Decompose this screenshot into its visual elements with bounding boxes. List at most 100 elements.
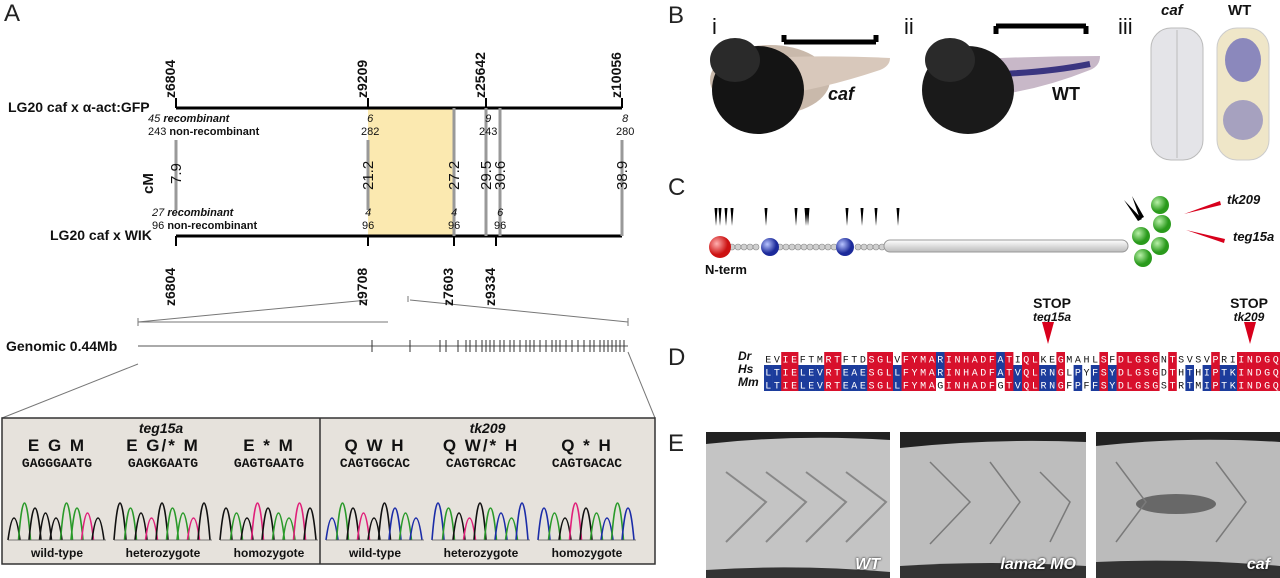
panel-b-ii: ii <box>904 14 914 39</box>
alignment-residue: F <box>903 369 909 380</box>
alignment-residue: T <box>834 382 840 393</box>
cross-label-wik: LG20 caf x WIK <box>50 227 152 243</box>
alignment-cell <box>789 365 799 378</box>
chromatogram-peak <box>70 507 84 541</box>
alignment-cell <box>832 352 842 365</box>
alignment-residue: Q <box>1273 356 1279 367</box>
alignment-cell <box>1116 352 1126 365</box>
chromatogram-peak <box>229 512 244 541</box>
alignment-residue: L <box>1032 382 1038 393</box>
alignment-residue: I <box>946 356 952 367</box>
mutation-spike <box>718 208 722 226</box>
alignment-residue: S <box>868 356 874 367</box>
chromatogram-peak <box>113 502 127 541</box>
alignment-cell <box>1211 378 1221 391</box>
alignment-cell <box>772 378 782 391</box>
alignment-cell <box>772 352 782 365</box>
alignment-residue: G <box>877 369 883 380</box>
counts-bottom-m4: 6 96 <box>494 207 507 232</box>
alignment-cell <box>798 378 808 391</box>
alignment-residue: M <box>1066 356 1072 367</box>
alignment-residue: T <box>1187 382 1193 393</box>
mutation-spike <box>794 208 798 226</box>
alignment-cell <box>1108 365 1117 378</box>
alignment-cell <box>1047 378 1057 391</box>
alignment-residue: G <box>1135 382 1141 393</box>
panel-b-iii: iii <box>1118 14 1133 39</box>
alignment-residue: D <box>980 369 986 380</box>
alignment-cell <box>901 352 911 365</box>
alignment-residue: T <box>834 369 840 380</box>
alignment-residue: Y <box>1109 369 1115 380</box>
alignment-residue: T <box>1169 356 1175 367</box>
alignment-residue: R <box>825 369 831 380</box>
alignment-cell <box>789 378 799 391</box>
alignment-residue: V <box>1015 369 1021 380</box>
alignment-residue: V <box>1015 382 1021 393</box>
alignment-residue: Y <box>1109 382 1115 393</box>
chromatogram-peak <box>176 512 190 541</box>
alignment-cell <box>1082 378 1092 391</box>
alignment-cell <box>910 352 920 365</box>
alignment-residue: A <box>972 382 978 393</box>
alignment-cell <box>798 365 808 378</box>
alignment-residue: I <box>1238 369 1244 380</box>
alignment-residue: S <box>1161 382 1167 393</box>
alignment-residue: R <box>1178 382 1184 393</box>
alignment-residue: K <box>1230 382 1236 393</box>
counts-bottom-m3: 4 96 <box>448 207 461 232</box>
alignment-residue: I <box>1204 369 1210 380</box>
alignment-cell <box>1202 352 1212 365</box>
alignment-residue: L <box>1126 369 1132 380</box>
alignment-cell <box>910 378 920 391</box>
chromatogram-peak <box>579 507 593 541</box>
alignment-cell <box>1159 365 1169 378</box>
alignment-cell <box>961 378 971 391</box>
mutation-spike <box>714 208 718 226</box>
alignment-residue: L <box>894 382 900 393</box>
alignment-cell <box>1228 365 1238 378</box>
alignment-residue: P <box>1075 369 1081 380</box>
counts-top-m2: 6 282 <box>361 113 380 138</box>
alignment-residue: R <box>937 356 943 367</box>
alignment-cell <box>1133 352 1143 365</box>
embryo-wt <box>922 38 1100 134</box>
alignment-cell <box>1133 365 1143 378</box>
alignment-residue: T <box>808 356 814 367</box>
alignment-residue: Q <box>1023 369 1029 380</box>
embryo-caf-label: caf <box>828 84 855 104</box>
sequence-label: CAGTGRCAC <box>445 456 517 471</box>
alignment-residue: L <box>1032 369 1038 380</box>
chromatogram-peak <box>483 507 498 541</box>
alignment-cell <box>979 378 988 391</box>
chromatogram-peak <box>621 507 635 541</box>
alignment-cell <box>841 378 851 391</box>
alignment-cell <box>1219 378 1229 391</box>
alignment-residue: M <box>920 382 926 393</box>
mutation-spike <box>804 208 808 226</box>
alignment-residue: L <box>1092 356 1098 367</box>
alignment-cell <box>858 365 868 378</box>
alignment-residue: N <box>1247 382 1253 393</box>
alignment-cell <box>996 378 1006 391</box>
chromatogram-peak <box>134 512 148 541</box>
alignment-residue: E <box>843 382 849 393</box>
alignment-cell <box>1056 378 1066 391</box>
alignment-residue: Q <box>1023 356 1029 367</box>
alignment-residue: Q <box>1273 382 1279 393</box>
alignment-cell <box>1194 352 1203 365</box>
sequence-label: GAGTGAATG <box>233 456 305 471</box>
alignment-cell <box>1030 352 1040 365</box>
alignment-cell <box>781 378 791 391</box>
alignment-residue: R <box>1221 356 1227 367</box>
alignment-residue: R <box>937 369 943 380</box>
alignment-cell <box>1099 352 1109 365</box>
alignment-cell <box>1082 365 1092 378</box>
alignment-cell <box>764 352 773 365</box>
alignment-cell <box>1108 352 1117 365</box>
alignment-residue: G <box>877 356 883 367</box>
alignment-cell <box>1228 378 1238 391</box>
alignment-cell <box>884 365 894 378</box>
alignment-residue: A <box>1075 356 1081 367</box>
alignment-residue: E <box>791 369 797 380</box>
